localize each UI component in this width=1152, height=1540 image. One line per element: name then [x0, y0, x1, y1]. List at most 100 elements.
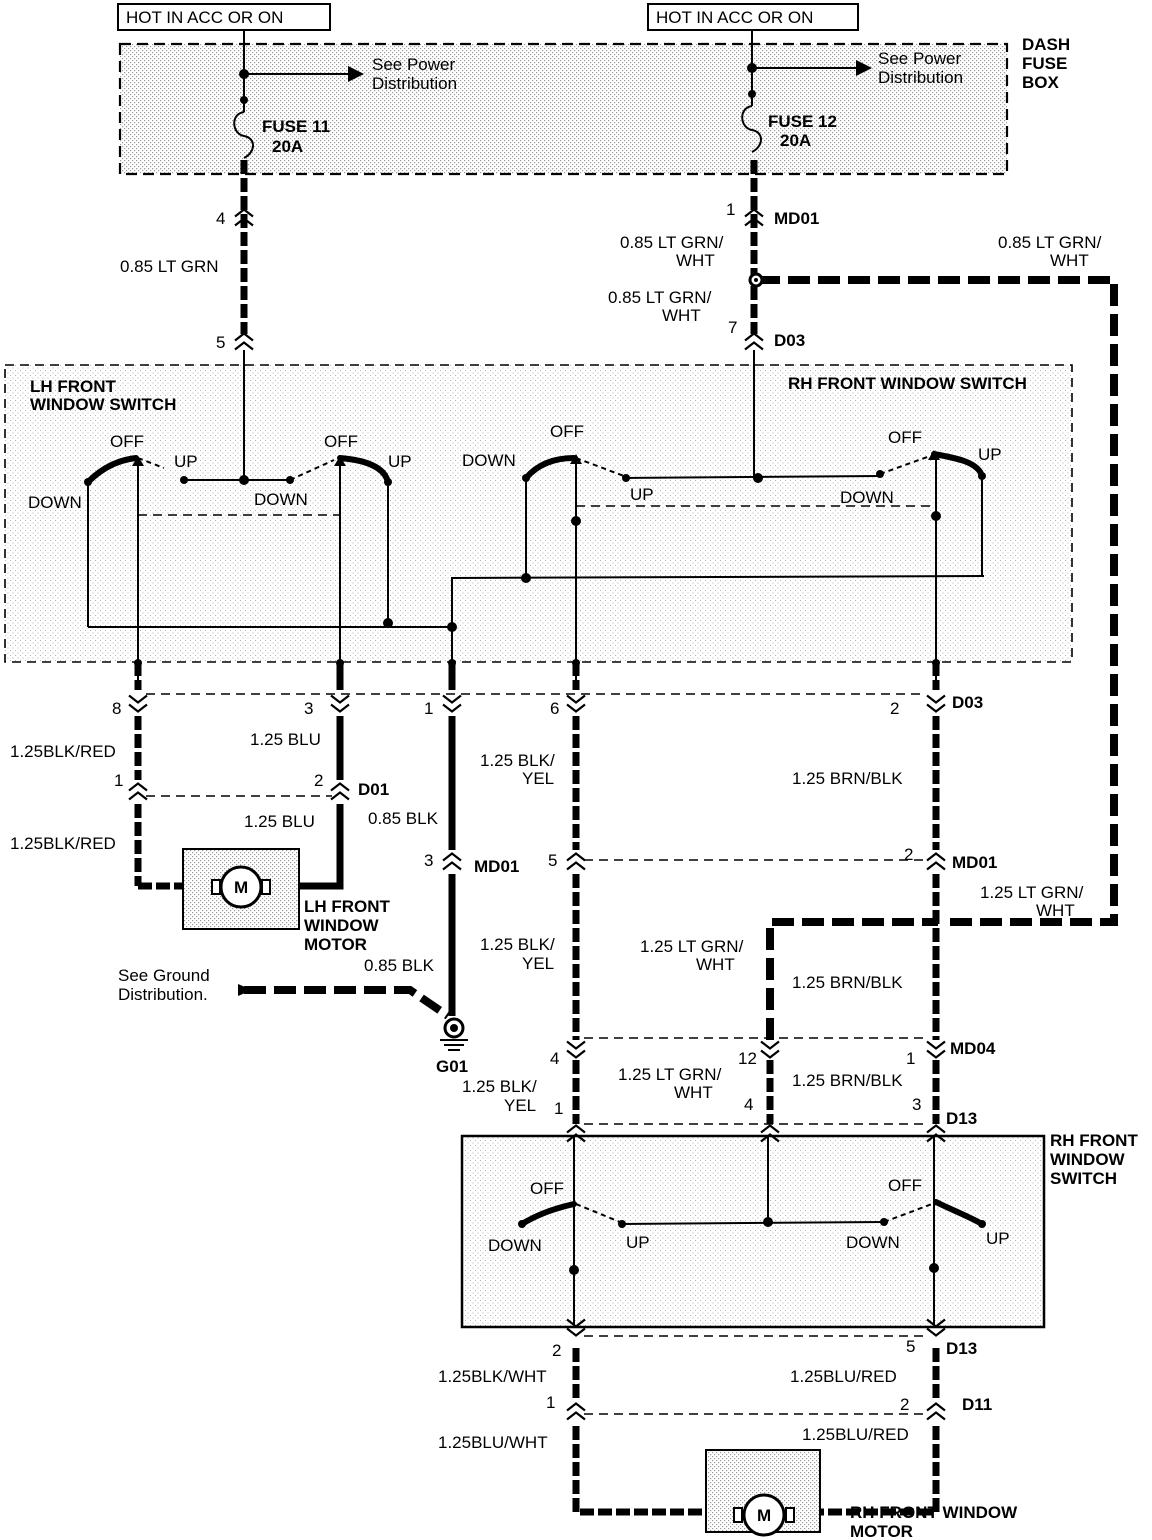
connector-chevron	[744, 217, 764, 227]
connector-chevron	[926, 703, 946, 713]
wire-blu-motor	[298, 804, 344, 890]
pin-6-d03: 6	[550, 699, 559, 718]
fuse-box-title-line1: DASH	[1022, 35, 1070, 54]
fuse-11-rating: 20A	[272, 137, 303, 156]
lh-switch-title-line2: WINDOW SWITCH	[30, 395, 176, 414]
connector-chevron	[234, 217, 254, 227]
connector-chevron	[926, 852, 946, 862]
connector-d13-bottom: D13	[946, 1339, 977, 1358]
connector-chevron	[926, 1327, 946, 1337]
label-lt-grn-wht125-1a: 1.25 LT GRN/	[980, 883, 1084, 902]
ground-connector-label: G01	[436, 1057, 468, 1076]
pin-1-md04: 1	[906, 1049, 915, 1068]
rh-panel-title-line2: WINDOW	[1050, 1150, 1126, 1169]
rh-motor-symbol: M	[757, 1506, 771, 1525]
connector-chevron	[566, 861, 586, 871]
pin-12-md04: 12	[738, 1049, 757, 1068]
connector-chevron	[566, 1411, 586, 1421]
connector-anchor	[932, 694, 940, 695]
pin-1-md01: 1	[726, 200, 735, 219]
label-lt-grn-wht-1a: 0.85 LT GRN/	[620, 233, 724, 252]
label-blk-yel-1b: YEL	[522, 769, 554, 788]
label-blu-red-1: 1.25BLU/RED	[790, 1367, 897, 1386]
lh-right-down: DOWN	[254, 490, 308, 509]
see-power-right-line1: See Power	[878, 49, 961, 68]
pin-1-d11: 1	[546, 1393, 555, 1412]
connector-chevron	[234, 341, 254, 351]
fuse-12-rating: 20A	[780, 131, 811, 150]
connector-chevron	[566, 852, 586, 862]
connector-chevron	[566, 703, 586, 713]
label-blk-red-2: 1.25BLK/RED	[10, 834, 116, 853]
lh-motor-label-line1: LH FRONT	[304, 897, 391, 916]
connector-chevron	[566, 1133, 586, 1143]
lh-motor-label-line2: WINDOW	[304, 916, 380, 935]
lh-switch-title-line1: LH FRONT	[30, 377, 117, 396]
switch-region-outline	[4, 364, 1073, 663]
label-blu-wht: 1.25BLU/WHT	[438, 1433, 548, 1452]
wire-blu-wht	[572, 1426, 708, 1516]
pin-2-d13-bottom: 2	[552, 1341, 561, 1360]
see-power-arrow-left	[348, 66, 364, 82]
wire-blu-red-bottom	[820, 1426, 940, 1516]
connector-chevron	[330, 782, 350, 792]
see-power-left-line2: Distribution	[372, 74, 457, 93]
label-lt-grn-wht-3a: 0.85 LT GRN/	[998, 233, 1102, 252]
rh-panel-title-line3: SWITCH	[1050, 1169, 1117, 1188]
connector-d03-top: D03	[774, 331, 805, 350]
label-lt-grn-wht125-1b: WHT	[1036, 901, 1075, 920]
rh-panel-title-line1: RH FRONT	[1050, 1131, 1138, 1150]
see-power-right-line2: Distribution	[878, 68, 963, 87]
lh-front-window-motor: M	[182, 848, 300, 930]
fuse-box-outline	[118, 42, 1009, 176]
connector-chevron	[566, 694, 586, 704]
label-lt-grn-wht-2b: WHT	[662, 306, 701, 325]
label-blu-2: 1.25 BLU	[244, 812, 315, 831]
connector-chevron	[566, 1049, 586, 1059]
connector-anchor	[572, 1040, 580, 1041]
wire-lt-grn-wht-rh-switch	[766, 918, 938, 1040]
connector-anchor	[932, 1040, 940, 1041]
connector-chevron	[566, 1124, 586, 1134]
fuse-box-shading	[120, 44, 1007, 174]
label-blk-red-1: 1.25BLK/RED	[10, 742, 116, 761]
label-lt-grn-wht125-3b: WHT	[674, 1083, 713, 1102]
connector-chevron	[330, 703, 350, 713]
rh-panel-right-off: OFF	[888, 1176, 922, 1195]
pin-5-md01: 5	[548, 851, 557, 870]
rh-panel-right-up: UP	[986, 1229, 1010, 1248]
connector-chevron	[442, 852, 462, 862]
connector-chevron	[566, 1402, 586, 1412]
connector-anchor	[766, 1040, 774, 1041]
connector-chevron	[744, 332, 764, 342]
connector-chevron	[760, 1049, 780, 1059]
connector-md01-lh: MD01	[474, 857, 519, 876]
label-brn-blk-2: 1.25 BRN/BLK	[792, 973, 903, 992]
rh-panel-left-up: UP	[626, 1233, 650, 1252]
label-blk-yel-1a: 1.25 BLK/	[480, 751, 555, 770]
pin-1-d03: 1	[424, 699, 433, 718]
connector-chevron	[566, 1318, 586, 1328]
rh-switch-panel-shading	[462, 1136, 1044, 1327]
see-ground-line2: Distribution.	[118, 985, 208, 1004]
fuse-12-name: FUSE 12	[768, 112, 837, 131]
connector-chevron	[926, 1402, 946, 1412]
rh-top-left-up: UP	[630, 485, 654, 504]
label-blk-yel-3a: 1.25 BLK/	[462, 1077, 537, 1096]
connector-chevron	[566, 1040, 586, 1050]
see-power-left-line1: See Power	[372, 55, 455, 74]
wire-lt-grn-wht-rh-feed	[758, 276, 1118, 926]
connector-d01: D01	[358, 780, 389, 799]
fuse-11-name: FUSE 11	[262, 117, 330, 136]
label-brn-blk-1: 1.25 BRN/BLK	[792, 769, 903, 788]
connector-chevron	[760, 1124, 780, 1134]
lh-left-off: OFF	[110, 432, 144, 451]
connector-chevron	[926, 1040, 946, 1050]
label-lt-grn-wht125-2a: 1.25 LT GRN/	[640, 937, 744, 956]
connector-chevron	[926, 1133, 946, 1143]
connector-chevron	[760, 1133, 780, 1143]
pin-2-d11: 2	[900, 1395, 909, 1414]
connector-chevron	[566, 1327, 586, 1337]
label-lt-grn: 0.85 LT GRN	[120, 257, 219, 276]
pin-2-md01: 2	[904, 845, 913, 864]
